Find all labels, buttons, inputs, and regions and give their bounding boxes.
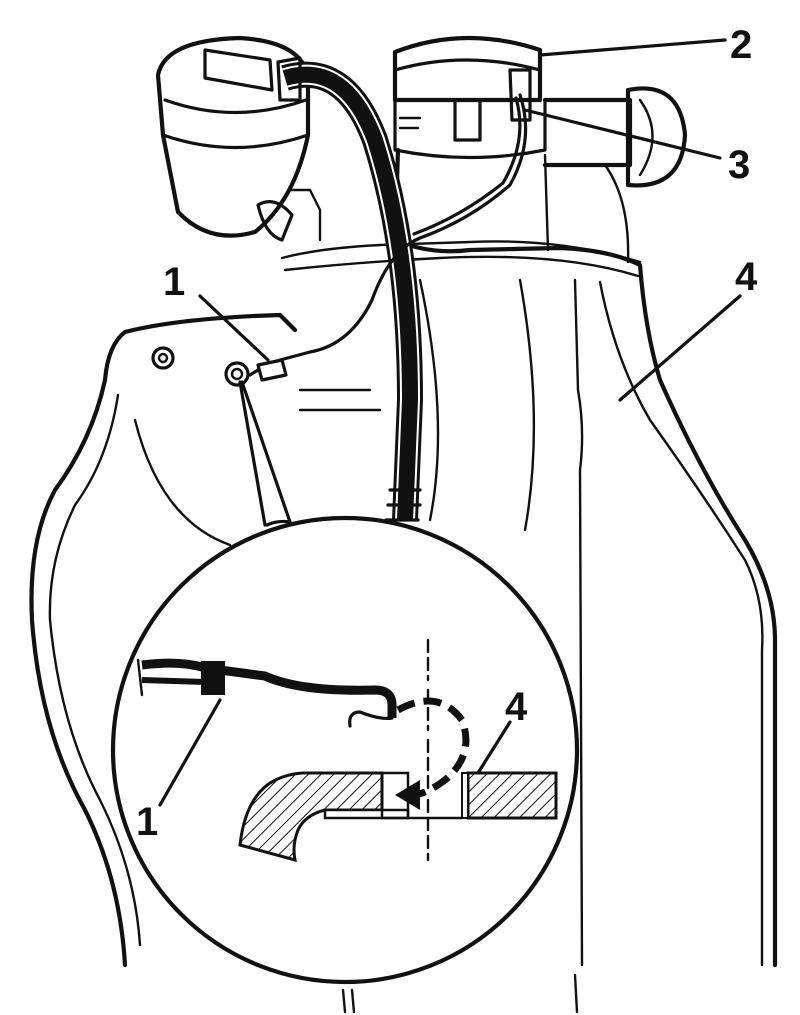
callout-3: 3 (728, 143, 750, 187)
sensor-wire (278, 93, 528, 362)
reservoir-body (280, 147, 778, 968)
small-reservoir (155, 35, 322, 242)
detail-view-circle (110, 515, 580, 985)
section-hatch (238, 771, 558, 863)
mounting-bracket (29, 312, 382, 968)
filler-neck (392, 35, 547, 160)
callout-1-detail: 1 (136, 800, 158, 844)
coolant-hose (276, 56, 424, 522)
detail-leaders (238, 380, 292, 527)
connector-clip (248, 358, 288, 382)
lower-edges (341, 973, 579, 1014)
callout-4-main: 4 (735, 255, 758, 299)
detail-clip (136, 658, 397, 728)
callout-1-top: 1 (163, 260, 185, 304)
outlet-stub (542, 86, 688, 188)
callout-leaders (158, 38, 742, 807)
callout-4-detail: 4 (505, 685, 528, 729)
callout-2: 2 (730, 23, 752, 67)
